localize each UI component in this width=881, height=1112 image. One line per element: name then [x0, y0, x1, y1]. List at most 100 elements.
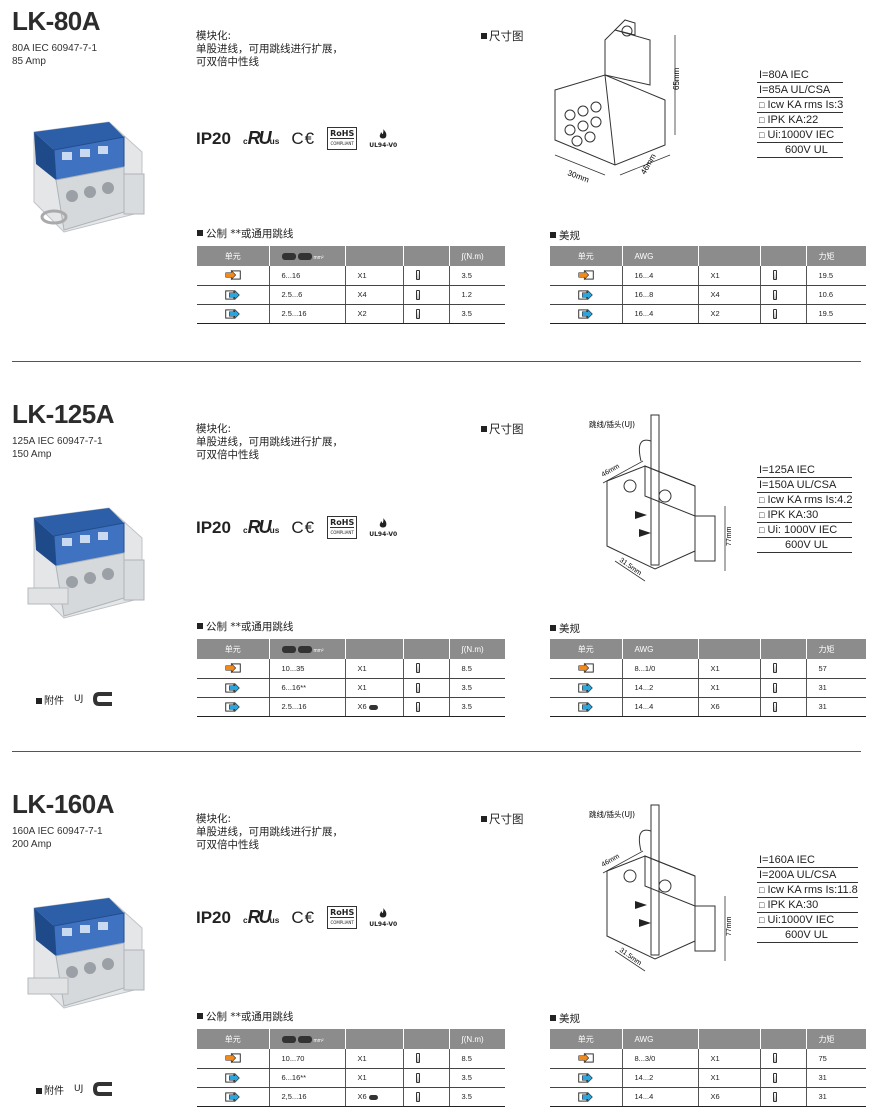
rating-line: I=125A IEC	[757, 463, 853, 478]
unit-label: (N.m)	[463, 1034, 484, 1044]
screw-icon	[772, 701, 777, 712]
unit-cell	[197, 304, 269, 324]
description-line: 模块化:	[196, 423, 232, 435]
bullet-square-icon	[481, 816, 487, 822]
unit-cell	[550, 285, 622, 305]
bullet-square-icon	[197, 230, 203, 236]
column-header	[759, 639, 806, 659]
dim-depth: 46mm	[639, 152, 658, 176]
screw-cell	[759, 678, 806, 698]
flame-icon: UL94-V0	[369, 128, 397, 149]
column-header: 单元	[197, 1029, 269, 1049]
unit-cell	[197, 659, 269, 679]
torque-cell: 3.5	[448, 697, 505, 717]
screw-cell	[402, 1068, 449, 1088]
bullet-square-icon	[36, 697, 42, 704]
jumper-clip-icon	[93, 692, 113, 706]
checkbox-icon: □	[759, 115, 765, 125]
rating-line: □ IPK KA:22	[757, 113, 844, 128]
product-subtitle: 80A IEC 60947-7-1	[12, 43, 98, 54]
product-description: 模块化:单股进线，可用跳线进行扩展，可双倍中性线	[196, 813, 343, 852]
dim-width: 31.5mm	[618, 947, 643, 967]
ul-mark-icon: cRUus	[242, 907, 280, 927]
range-cell: 2,5...16	[268, 1087, 345, 1107]
product-amp-rating: 150 Amp	[12, 449, 52, 460]
screw-icon	[415, 1053, 420, 1064]
screw-cell	[402, 697, 449, 717]
bullet-square-icon	[481, 426, 487, 432]
range-cell: 8...3/0	[621, 1049, 698, 1069]
rating-line: 600V UL	[757, 538, 853, 553]
us-table-label: 美规	[550, 228, 580, 243]
unit-cell	[550, 1087, 622, 1107]
torque-cell: 75	[805, 1049, 866, 1069]
terminal-block-photo	[27, 507, 145, 619]
range-cell: 6...16**	[268, 1068, 345, 1088]
unit-cell	[550, 659, 622, 679]
dim-height: 65mm	[672, 67, 681, 90]
screw-cell	[402, 1087, 449, 1107]
rating-line: □ Icw KA rms Is:11.8	[757, 884, 858, 898]
qty-cell: X4	[344, 285, 403, 305]
product-title: LK-125A	[12, 399, 114, 429]
column-header: mm²	[268, 1029, 345, 1049]
torque-cell: 3.5	[448, 1087, 505, 1107]
range-cell: 14...2	[621, 1068, 698, 1088]
torque-cell: 1.2	[448, 285, 505, 305]
ferrule-icon	[368, 1094, 378, 1100]
unit-cell	[197, 266, 269, 286]
screw-cell	[759, 1049, 806, 1069]
column-header: ∫(N.m)	[448, 1029, 505, 1049]
column-header	[697, 639, 760, 659]
torque-cell: 3.5	[448, 1068, 505, 1088]
unit-cell	[550, 1068, 622, 1088]
ip20-mark: IP20	[196, 128, 231, 148]
checkbox-icon: □	[759, 885, 765, 895]
torque-icon: ∫	[461, 251, 464, 261]
product-description: 模块化:单股进线，可用跳线进行扩展，可双倍中性线	[196, 30, 343, 69]
section-divider	[12, 361, 861, 362]
column-header	[344, 639, 403, 659]
range-cell: 16...8	[621, 285, 698, 305]
output-arrow-icon	[578, 682, 593, 693]
checkbox-icon: □	[759, 900, 765, 910]
qty-cell: X2	[344, 304, 403, 324]
torque-cell: 31	[805, 678, 866, 698]
range-cell: 16...4	[621, 266, 698, 286]
rating-line: 600V UL	[757, 928, 858, 943]
wire-ferrule-icon	[297, 645, 312, 653]
qty-cell: X6	[697, 697, 760, 717]
qty-cell: X1	[697, 678, 760, 698]
unit-cell	[197, 1087, 269, 1107]
output-arrow-icon	[225, 1072, 240, 1083]
description-line: 模块化:	[196, 813, 232, 825]
product-description: 模块化:单股进线，可用跳线进行扩展，可双倍中性线	[196, 423, 343, 462]
screw-cell	[759, 1087, 806, 1107]
dim-height: 77mm	[726, 526, 733, 546]
screw-cell	[759, 285, 806, 305]
input-arrow-icon	[578, 270, 594, 281]
input-arrow-icon	[578, 663, 594, 674]
bullet-square-icon	[481, 33, 487, 39]
rating-line: □ IPK KA:30	[757, 898, 858, 913]
output-arrow-icon	[578, 1091, 593, 1102]
screw-cell	[759, 697, 806, 717]
column-header: 单元	[550, 1029, 622, 1049]
screw-icon	[772, 1091, 777, 1102]
